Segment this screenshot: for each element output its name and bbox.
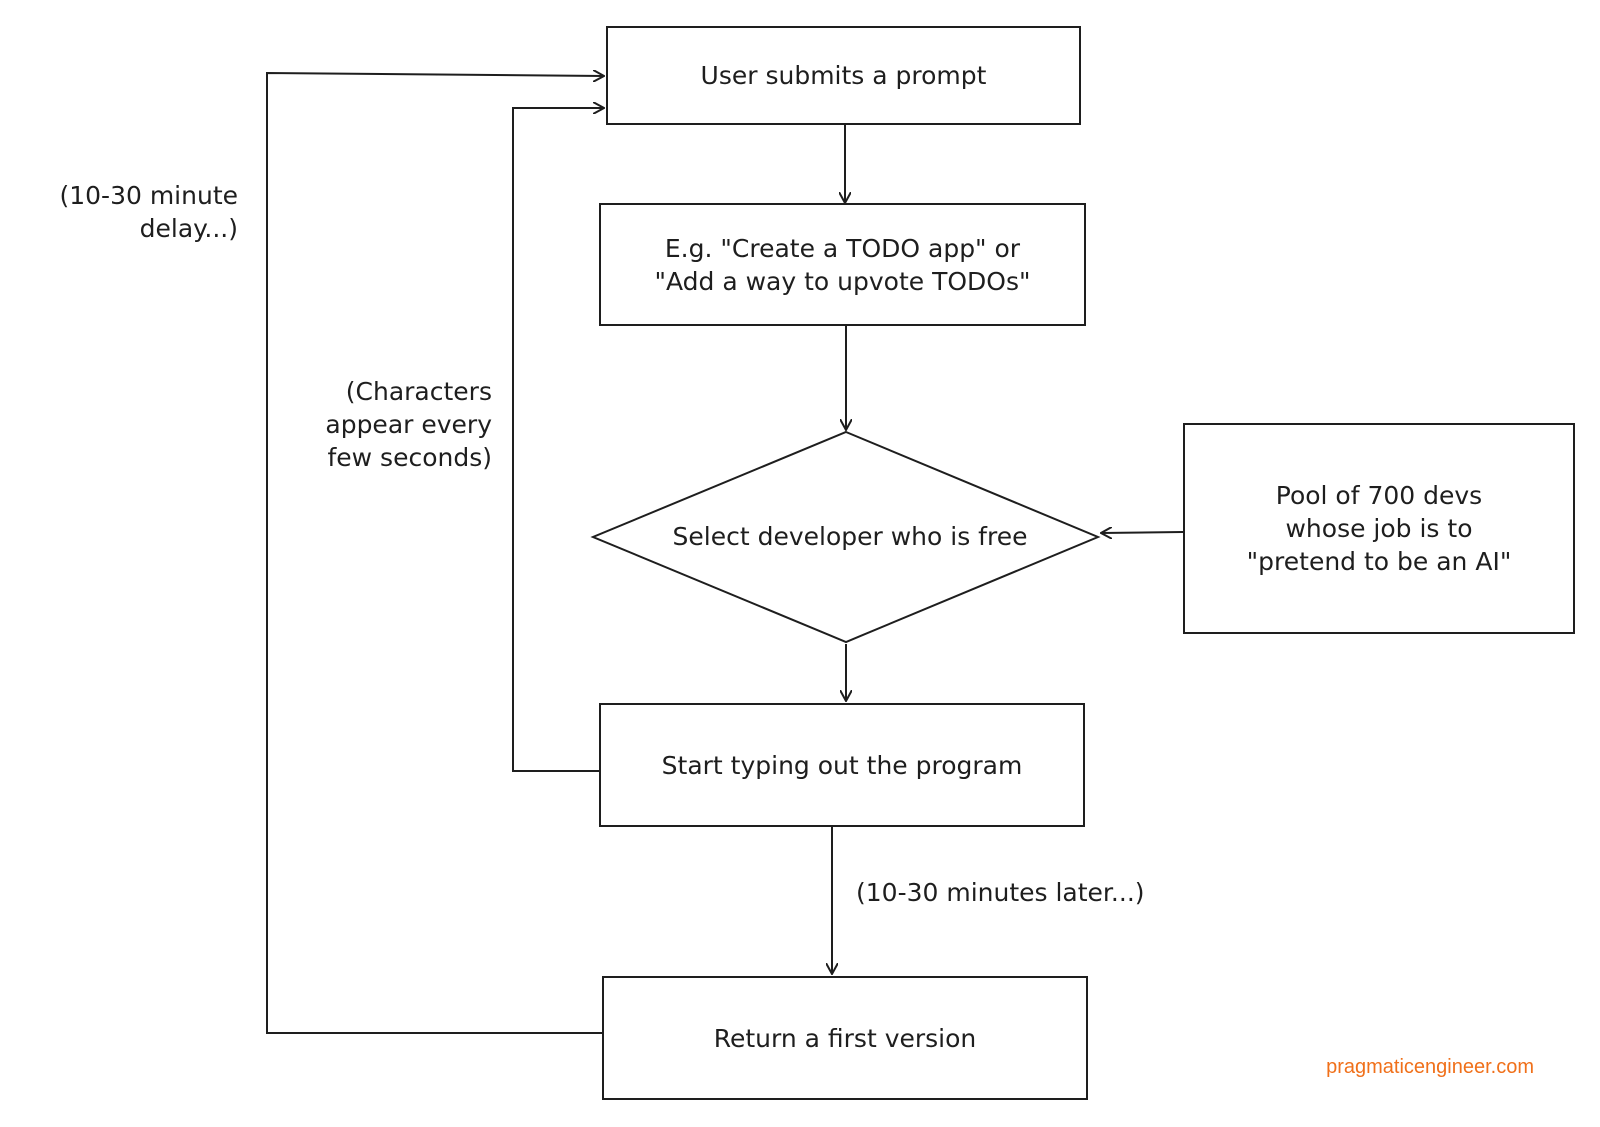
arrow-result-loop-to-prompt bbox=[266, 73, 604, 1034]
developer-pool-box: Pool of 700 devs whose job is to "preten… bbox=[1183, 423, 1575, 634]
arrow-typing-loop-to-prompt bbox=[512, 108, 604, 772]
example-prompt-label: E.g. "Create a TODO app" or "Add a way t… bbox=[654, 233, 1031, 296]
prompt-label: User submits a prompt bbox=[700, 61, 987, 90]
typing-label: Start typing out the program bbox=[661, 750, 1023, 780]
arrow-pool-to-decision bbox=[1101, 532, 1184, 533]
decision-diamond bbox=[590, 430, 1101, 644]
result-label: Return a first version bbox=[713, 1023, 977, 1053]
decision-node: Select developer who is free bbox=[620, 508, 1080, 564]
delay-annotation: (10-30 minute delay...) bbox=[59, 181, 238, 243]
developer-pool-label: Pool of 700 devs whose job is to "preten… bbox=[1246, 481, 1512, 576]
later-annotation: (10-30 minutes later...) bbox=[856, 878, 1145, 907]
watermark-text: pragmaticengineer.com bbox=[1326, 1056, 1534, 1078]
result-box: Return a first version bbox=[602, 976, 1088, 1100]
characters-annotation: (Characters appear every few seconds) bbox=[325, 377, 492, 472]
decision-label: Select developer who is free bbox=[672, 521, 1028, 551]
typing-box: Start typing out the program bbox=[599, 703, 1085, 827]
example-prompt-box: E.g. "Create a TODO app" or "Add a way t… bbox=[599, 203, 1086, 326]
prompt-box: User submits a prompt bbox=[606, 26, 1081, 125]
